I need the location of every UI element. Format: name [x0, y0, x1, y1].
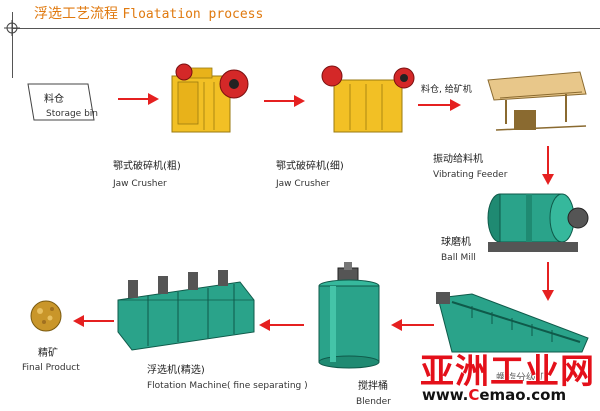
watermark-url-prefix: www.	[422, 386, 469, 404]
flow-arrow-7	[259, 319, 304, 331]
flow-arrow-4	[542, 146, 554, 185]
watermark-logo: 亚洲工业网	[420, 352, 595, 392]
flotation-machine-label-en: Flotation Machine( fine separating )	[147, 381, 308, 391]
flotation-machine-image	[117, 270, 255, 351]
spiral-classifier-label-cn: 螺旋分级机	[496, 373, 546, 384]
jaw-crusher-fine-image	[321, 65, 415, 133]
title-divider	[12, 28, 600, 29]
vibrating-feeder-label-cn: 振动给料机	[433, 154, 483, 165]
title-en: Floatation process	[122, 7, 264, 22]
jaw-crusher-coarse-image	[171, 63, 249, 133]
ball-mill-image	[487, 193, 589, 252]
storage-bin-label-en: Storage bin	[46, 109, 98, 119]
flow-arrow-2	[264, 95, 305, 107]
flotation-machine-label-cn: 浮选机(精选)	[147, 365, 205, 376]
ball-mill-label-cn: 球磨机	[441, 237, 471, 248]
vibrating-feeder-image	[487, 71, 587, 131]
title-cn: 浮选工艺流程	[34, 6, 118, 22]
jaw-crusher-fine-label-en: Jaw Crusher	[276, 179, 330, 189]
flow-arrow-5	[542, 262, 554, 301]
flow-arrow-3	[418, 99, 461, 111]
watermark-url-rest: emao.com	[479, 386, 567, 404]
blender-image	[318, 262, 380, 369]
jaw-crusher-fine-label-cn: 鄂式破碎机(细)	[276, 161, 344, 172]
page-title: 浮选工艺流程 Floatation process	[34, 3, 263, 23]
flow-arrow-6	[391, 319, 434, 331]
storage-bin-outline	[27, 83, 95, 121]
watermark-url-c: C	[468, 386, 480, 404]
crosshair-icon	[4, 20, 20, 36]
flow-arrow-8	[73, 315, 114, 327]
blender-label-en: Blender	[356, 397, 391, 407]
frame-left-line	[12, 12, 13, 78]
blender-label-cn: 搅拌桶	[358, 381, 388, 392]
final-product-label-en: Final Product	[22, 363, 80, 373]
spiral-classifier-image	[436, 292, 589, 353]
jaw-crusher-coarse-label-cn: 鄂式破碎机(粗)	[113, 161, 181, 172]
ball-mill-label-en: Ball Mill	[441, 253, 476, 263]
vibrating-feeder-label-en: Vibrating Feeder	[433, 170, 508, 180]
storage-bin-label-cn: 料仓	[44, 94, 64, 105]
watermark-url: www.Cemao.com	[422, 386, 566, 404]
feed-note-label: 料仓, 给矿机	[421, 85, 472, 95]
flow-arrow-1	[118, 93, 159, 105]
final-product-image	[30, 300, 62, 332]
final-product-label-cn: 精矿	[38, 348, 58, 359]
jaw-crusher-coarse-label-en: Jaw Crusher	[113, 179, 167, 189]
